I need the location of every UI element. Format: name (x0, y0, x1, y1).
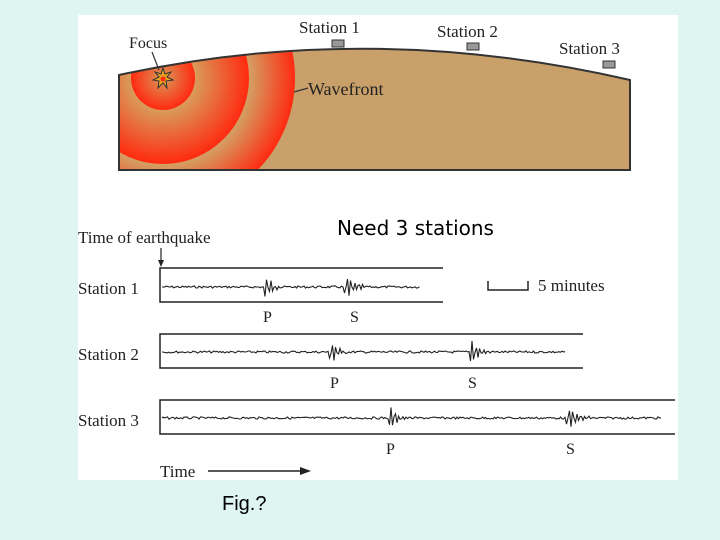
station-1-trace-label: Station 1 (78, 279, 139, 298)
station-3-trace-label: Station 3 (78, 411, 139, 430)
station-2-icon (466, 42, 480, 51)
heading-need-3-stations: Need 3 stations (337, 216, 494, 240)
focus-star-icon (151, 66, 175, 90)
scale-label: 5 minutes (538, 276, 605, 295)
station-markers (331, 39, 616, 69)
station-3-s-label: S (566, 441, 575, 458)
station-3-record-frame (159, 399, 675, 435)
station-2-record-frame (159, 333, 583, 369)
time-of-earthquake-label: Time of earthquake (78, 228, 211, 247)
station-3-seismogram-trace (161, 407, 662, 427)
station-1-s-label: S (350, 309, 359, 326)
time-axis-label: Time (160, 462, 195, 481)
station-3-map-label: Station 3 (559, 39, 620, 58)
station-1-icon (331, 39, 345, 48)
station-2-seismogram-trace (162, 340, 566, 362)
wavefront-label: Wavefront (308, 79, 384, 99)
station-1-record-frame (159, 267, 443, 303)
station-2-map-label: Station 2 (437, 22, 498, 41)
focus-label: Focus (129, 35, 167, 52)
seismograms (159, 267, 675, 435)
station-2-p-label: P (330, 375, 339, 392)
station-1-p-label: P (263, 309, 272, 326)
time-arrow-icon (208, 467, 311, 475)
station-2-trace-label: Station 2 (78, 345, 139, 364)
figure-caption: Fig.? (222, 493, 267, 515)
station-2-s-label: S (468, 375, 477, 392)
earthquake-time-arrow-icon (158, 248, 164, 267)
station-1-seismogram-trace (162, 278, 420, 297)
station-3-icon (602, 60, 616, 69)
scale-bar (487, 281, 529, 291)
station-1-map-label: Station 1 (299, 18, 360, 37)
station-3-p-label: P (386, 441, 395, 458)
